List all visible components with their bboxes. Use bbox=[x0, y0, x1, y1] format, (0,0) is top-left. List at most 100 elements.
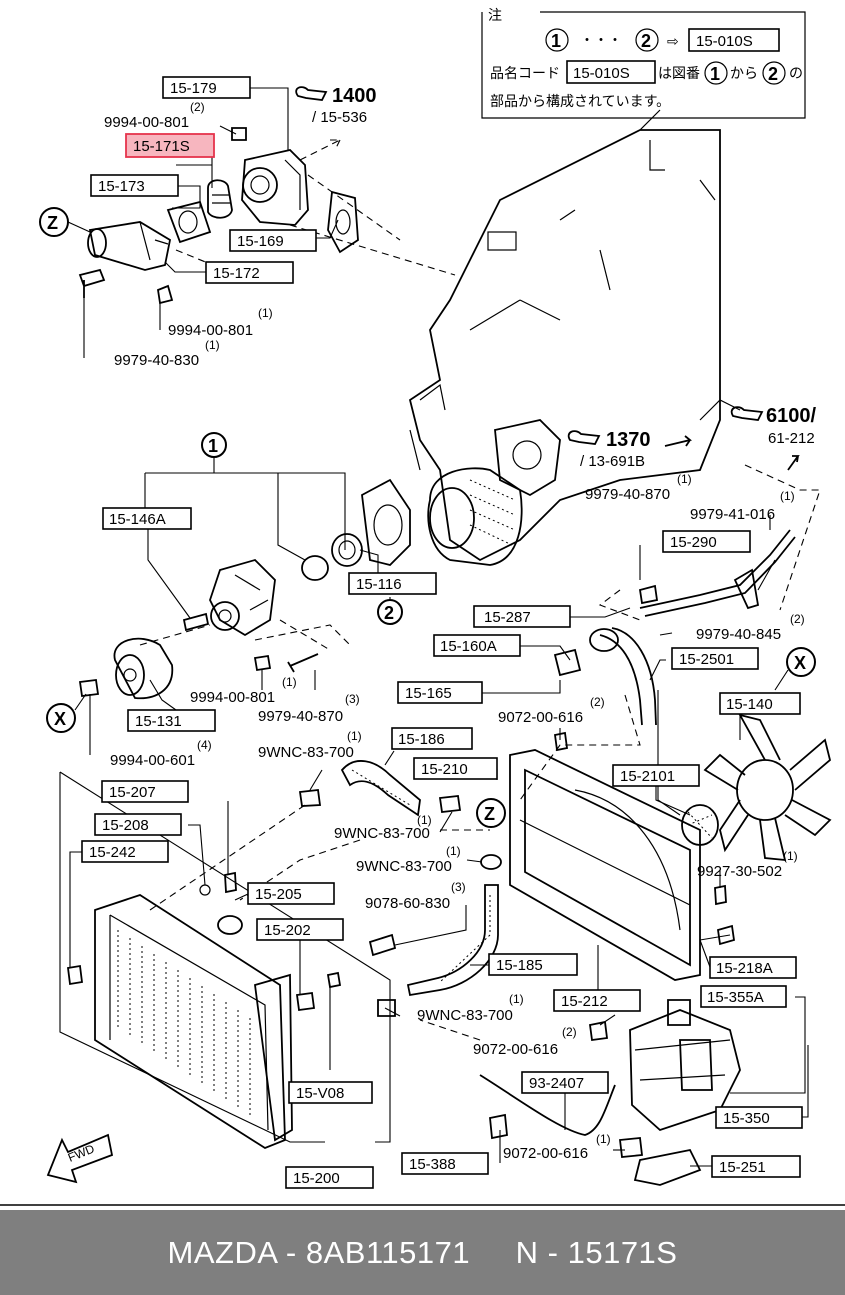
part-15-207[interactable]: 15-207 bbox=[101, 780, 189, 803]
part-15-202[interactable]: 15-202 bbox=[256, 918, 344, 941]
fan-shroud bbox=[509, 731, 736, 981]
hoses bbox=[298, 529, 796, 1140]
fastener-9927-30-502[interactable]: 9927-30-502 bbox=[697, 863, 782, 880]
marker-x-left[interactable]: X bbox=[46, 703, 76, 733]
part-15-355a[interactable]: 15-355A bbox=[700, 985, 787, 1008]
note-line2-circle-2: 2 bbox=[768, 64, 778, 84]
part-15-218a-label: 15-218A bbox=[716, 960, 773, 977]
note-line2-kara: から bbox=[730, 66, 758, 82]
fastener-qty: (1) bbox=[282, 675, 297, 689]
part-15-208[interactable]: 15-208 bbox=[94, 813, 182, 836]
hand-pointer-icon bbox=[730, 406, 764, 421]
fastener-9994-00-801[interactable]: 9994-00-801 bbox=[190, 689, 275, 706]
part-15-200[interactable]: 15-200 bbox=[285, 1166, 374, 1189]
note-arrow: ⇨ bbox=[667, 34, 679, 50]
fastener-9994-00-601[interactable]: 9994-00-601 bbox=[110, 752, 195, 769]
marker-x-right[interactable]: X bbox=[786, 647, 816, 677]
part-15-169[interactable]: 15-169 bbox=[229, 229, 317, 252]
part-15-171s-highlighted[interactable]: 15-171S bbox=[125, 133, 215, 158]
fastener-qty: (2) bbox=[562, 1025, 577, 1039]
part-15-185[interactable]: 15-185 bbox=[488, 953, 578, 976]
note-circle-1 bbox=[545, 28, 569, 52]
part-15-186-label: 15-186 bbox=[398, 731, 445, 748]
part-15-251[interactable]: 15-251 bbox=[711, 1155, 801, 1178]
fastener-9979-40-830[interactable]: 9979-40-830 bbox=[114, 352, 199, 369]
part-15-290-label: 15-290 bbox=[670, 534, 717, 551]
ref-1400-sub: / 15-536 bbox=[312, 109, 367, 126]
note-title: 注 bbox=[488, 8, 502, 24]
fwd-label: FWD bbox=[66, 1141, 97, 1164]
part-15-287[interactable]: 15-287 bbox=[473, 605, 571, 628]
fastener-9072-00-616[interactable]: 9072-00-616 bbox=[503, 1145, 588, 1162]
part-15-242[interactable]: 15-242 bbox=[81, 840, 169, 863]
part-15-140[interactable]: 15-140 bbox=[719, 692, 801, 715]
fastener-9072-00-616[interactable]: 9072-00-616 bbox=[473, 1041, 558, 1058]
part-15-350[interactable]: 15-350 bbox=[715, 1106, 803, 1129]
fastener-9wnc-83-700[interactable]: 9WNC-83-700 bbox=[417, 1007, 513, 1024]
fastener-9979-40-845[interactable]: 9979-40-845 bbox=[696, 626, 781, 643]
part-15-116[interactable]: 15-116 bbox=[348, 572, 437, 595]
fastener-9078-60-830[interactable]: 9078-60-830 bbox=[365, 895, 450, 912]
part-15-165[interactable]: 15-165 bbox=[397, 681, 483, 704]
part-15-2501[interactable]: 15-2501 bbox=[671, 647, 759, 670]
fastener-qty: (1) bbox=[258, 306, 273, 320]
part-15-160a-label: 15-160A bbox=[440, 638, 497, 655]
fastener-9994-00-801[interactable]: 9994-00-801 bbox=[104, 114, 189, 131]
ref-1370-label: 1370 bbox=[606, 429, 651, 451]
note-circle-1-num: 1 bbox=[551, 31, 561, 51]
part-15-355a-label: 15-355A bbox=[707, 989, 764, 1006]
marker-1-group[interactable]: 1 bbox=[201, 432, 227, 458]
part-93-2407[interactable]: 93-2407 bbox=[521, 1071, 609, 1094]
part-15-2101[interactable]: 15-2101 bbox=[612, 764, 700, 787]
ref-1370[interactable]: 1370 / 13-691B bbox=[567, 429, 651, 470]
part-15-v08-label: 15-V08 bbox=[296, 1085, 344, 1102]
hand-pointer-icon bbox=[295, 86, 328, 101]
part-15-179[interactable]: 15-179 bbox=[162, 76, 251, 99]
marker-2-group[interactable]: 2 bbox=[377, 599, 403, 625]
fastener-qty: (3) bbox=[451, 880, 466, 894]
part-15-116-label: 15-116 bbox=[356, 576, 402, 593]
fastener-9wnc-83-700[interactable]: 9WNC-83-700 bbox=[334, 825, 430, 842]
part-15-388[interactable]: 15-388 bbox=[401, 1152, 489, 1175]
marker-z-top-label: Z bbox=[47, 213, 58, 233]
part-15-186[interactable]: 15-186 bbox=[391, 727, 473, 750]
part-15-212[interactable]: 15-212 bbox=[553, 989, 641, 1012]
fastener-qty: (2) bbox=[790, 612, 805, 626]
part-15-173[interactable]: 15-173 bbox=[90, 174, 179, 197]
part-15-131[interactable]: 15-131 bbox=[127, 709, 216, 732]
part-15-v08[interactable]: 15-V08 bbox=[288, 1081, 373, 1104]
reservoir-tank bbox=[588, 999, 741, 1186]
part-15-287-label: 15-287 bbox=[484, 609, 531, 626]
fastener-9994-00-801[interactable]: 9994-00-801 bbox=[168, 322, 253, 339]
radiator bbox=[66, 871, 397, 1150]
fastener-9979-41-016[interactable]: 9979-41-016 bbox=[690, 506, 775, 523]
part-15-205[interactable]: 15-205 bbox=[247, 882, 335, 905]
fastener-qty: (1) bbox=[596, 1132, 611, 1146]
fastener-9072-00-616[interactable]: 9072-00-616 bbox=[498, 709, 583, 726]
note-line2-no: の bbox=[789, 66, 803, 82]
fastener-9wnc-83-700[interactable]: 9WNC-83-700 bbox=[356, 858, 452, 875]
marker-z-mid[interactable]: Z bbox=[476, 798, 506, 828]
fastener-qty: (1) bbox=[509, 992, 524, 1006]
marker-1-label: 1 bbox=[208, 436, 218, 456]
note-code-2: 15-010S bbox=[573, 65, 630, 82]
part-15-290[interactable]: 15-290 bbox=[662, 530, 751, 553]
ref-6100[interactable]: 6100/ 61-212 bbox=[730, 405, 817, 447]
fastener-9wnc-83-700[interactable]: 9WNC-83-700 bbox=[258, 744, 354, 761]
part-15-210[interactable]: 15-210 bbox=[413, 757, 498, 780]
part-15-146a[interactable]: 15-146A bbox=[102, 507, 192, 530]
part-15-172[interactable]: 15-172 bbox=[205, 261, 294, 284]
part-15-2101-label: 15-2101 bbox=[620, 768, 675, 785]
engine-block bbox=[408, 109, 741, 566]
note-dots: ・・・ bbox=[580, 33, 622, 49]
ref-1400[interactable]: 1400 / 15-536 bbox=[295, 85, 377, 126]
thermostat-group bbox=[78, 127, 456, 305]
part-15-160a[interactable]: 15-160A bbox=[433, 634, 521, 657]
fastener-9979-40-870[interactable]: 9979-40-870 bbox=[258, 708, 343, 725]
note-circle-2-num: 2 bbox=[641, 31, 651, 51]
part-93-2407-label: 93-2407 bbox=[529, 1075, 584, 1092]
fastener-9979-40-870[interactable]: 9979-40-870 bbox=[585, 486, 670, 503]
marker-z-top[interactable]: Z bbox=[39, 207, 69, 237]
part-15-350-label: 15-350 bbox=[723, 1110, 770, 1127]
part-15-218a[interactable]: 15-218A bbox=[709, 956, 797, 979]
